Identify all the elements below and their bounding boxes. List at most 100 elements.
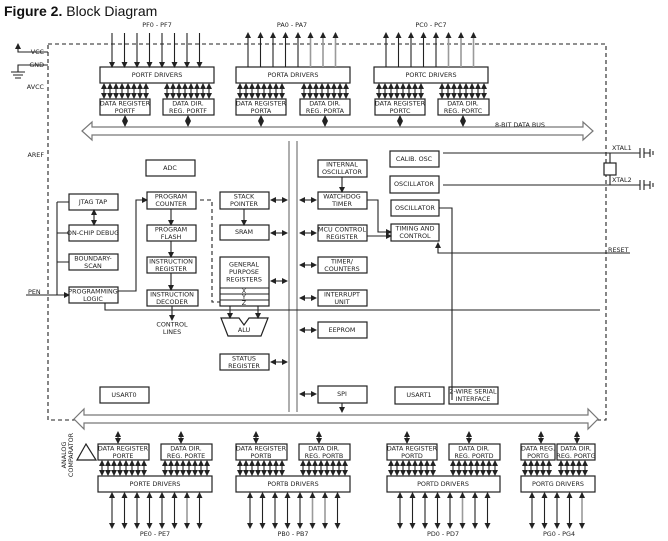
port-pin-arrows	[99, 32, 588, 529]
sp-label: STACK	[234, 192, 255, 200]
porte-drivers-label: PORTE DRIVERS	[130, 480, 181, 488]
int-osc-label: OSCILLATOR	[322, 168, 363, 176]
pf-pins-label: PF0 - PF7	[142, 21, 172, 29]
timing-label: TIMING AND	[394, 224, 434, 232]
control-lines-label: CONTROL	[156, 320, 188, 328]
crystal-body	[603, 162, 617, 176]
wdt-label: WATCHDOG	[323, 192, 361, 200]
crystal-symbol	[443, 152, 611, 186]
ddr-porte-label: REG. PORTE	[167, 452, 205, 460]
pc-dashed-feedback	[200, 199, 220, 303]
eeprom-block	[317, 321, 368, 339]
xtal1-cap-icon	[610, 148, 654, 158]
timing-label: CONTROL	[399, 232, 431, 240]
analog-comparator-label-line: COMPARATOR	[67, 432, 75, 477]
bscan-label: SCAN	[84, 262, 102, 270]
dr-portg-label: PORTG	[527, 452, 549, 460]
wdt-to-timing	[367, 199, 392, 235]
portc-drivers	[373, 66, 489, 84]
ddr-portg-label: DATA DIR.	[560, 444, 592, 452]
pb-pins-label: PB0 - PB7	[278, 530, 309, 538]
mcucr-label: REGISTER	[326, 233, 358, 241]
portd-drivers-label: PORTD DRIVERS	[417, 480, 469, 488]
portf-drivers-label: PORTF DRIVERS	[132, 71, 183, 79]
usart1-label: USART1	[406, 391, 431, 399]
dr-portb-label: DATA REGISTER	[236, 444, 287, 452]
twi-block	[448, 386, 499, 405]
dr-porte-label: PORTE	[113, 452, 134, 460]
calib-osc-block	[389, 150, 440, 168]
pg-pins-label: PG0 - PG4	[543, 530, 575, 538]
oscillator-1-block	[389, 175, 440, 194]
ddr-portc-label: DATA DIR.	[447, 99, 479, 107]
adc-block	[145, 159, 196, 177]
timers-label: COUNTERS	[324, 265, 359, 273]
debug-label: ON-CHIP DEBUG	[67, 229, 119, 237]
gpr-label: PURPOSE	[229, 268, 259, 276]
bscan-label: BOUNDARY-	[74, 254, 111, 262]
interrupt-unit-block	[317, 289, 368, 307]
gpr-dividers	[220, 287, 269, 301]
portc-group	[373, 66, 490, 116]
portb-drivers-label: PORTB DRIVERS	[267, 480, 318, 488]
control-lines-label: LINES	[163, 328, 181, 336]
sp-label: POINTER	[230, 200, 258, 208]
proglogic-to-pc	[118, 197, 148, 292]
dr-portf-label: DATA REGISTER	[100, 99, 151, 107]
gpr-x-label: X	[242, 287, 247, 295]
dr-portc-label: PORTC	[390, 107, 411, 115]
osc2-line	[439, 207, 453, 400]
gpr-block	[219, 256, 270, 307]
figure-title: Figure 2. Block Diagram	[4, 3, 157, 19]
ddr-portf-label: REG. PORTF	[169, 107, 207, 115]
ir-label: REGISTER	[155, 265, 187, 273]
intunit-label: INTERRUPT	[324, 290, 360, 298]
avcc-label: AVCC	[27, 83, 45, 91]
ddr-portd-label: REG. PORTD	[454, 452, 493, 460]
mcucr-label: MCU CONTROL	[318, 225, 366, 233]
timer-counters-block	[317, 256, 368, 274]
portb-drivers	[235, 475, 351, 493]
timers-label: TIMER/	[330, 257, 354, 265]
ddr-portd-label: DATA DIR.	[458, 444, 490, 452]
dr-porte-label: DATA REGISTER	[98, 444, 149, 452]
usart0-label: USART0	[111, 391, 136, 399]
eeprom-label: EEPROM	[329, 326, 356, 334]
ddr-porte-label: DATA DIR.	[170, 444, 202, 452]
porta-group	[235, 66, 351, 116]
portd-drivers	[386, 475, 501, 493]
portf-drivers	[99, 66, 215, 84]
dr-portb-label: PORTB	[250, 452, 271, 460]
usart1-block	[394, 386, 445, 405]
alu-label: ALU	[238, 326, 251, 334]
pe-pins-label: PE0 - PE7	[140, 530, 170, 538]
xtal2-cap-icon	[610, 180, 654, 190]
wdt-label: TIMER	[331, 200, 352, 208]
intunit-label: UNIT	[334, 298, 349, 306]
gpr-y-label: Y	[241, 293, 246, 301]
jtag-branch	[56, 201, 69, 295]
reset-line	[435, 242, 630, 254]
ddr-porta-label: DATA DIR.	[309, 99, 341, 107]
pd-pins-label: PD0 - PD7	[427, 530, 459, 538]
spi-label: SPI	[337, 390, 347, 398]
ddr-portg-label: REG. PORTG	[556, 452, 595, 460]
figure-number: Figure 2.	[4, 3, 63, 19]
portg-drivers-label: PORTG DRIVERS	[532, 480, 584, 488]
jtag-label: JTAG TAP	[78, 198, 107, 206]
proglogic-label: PROGRAMMING	[68, 287, 118, 295]
sram-label: SRAM	[235, 228, 253, 236]
porte-drivers	[97, 475, 213, 493]
ddr-portf-label: DATA DIR.	[172, 99, 204, 107]
data-bus-bottom	[73, 407, 599, 431]
flash-label: FLASH	[161, 233, 182, 241]
calib-label: CALIB. OSC	[396, 155, 433, 163]
pen-label: PEN	[28, 288, 41, 296]
status-register-block	[219, 353, 270, 371]
gpr-z-label: Z	[242, 299, 247, 307]
ir-label: INSTRUCTION	[149, 257, 193, 265]
gpr-label: REGISTERS	[226, 276, 262, 284]
pc-pins-label: PC0 - PC7	[415, 21, 446, 29]
